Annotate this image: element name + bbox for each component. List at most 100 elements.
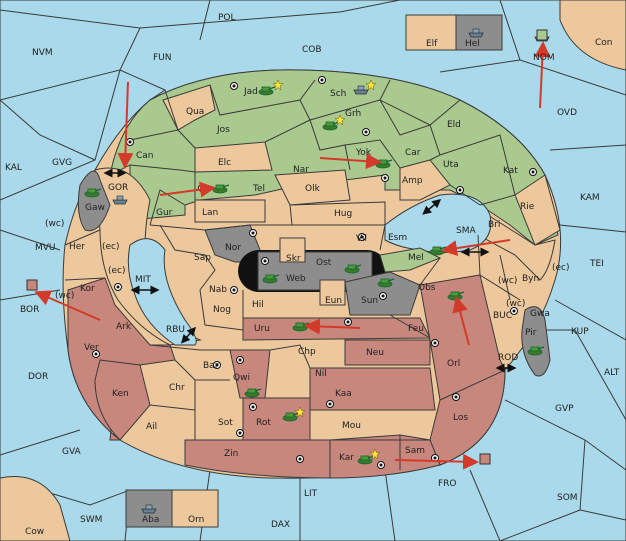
province-qua[interactable] — [162, 84, 216, 131]
label-pol: POL — [218, 13, 236, 23]
label-gur: Gur — [156, 208, 173, 218]
label-sch: Sch — [330, 89, 346, 99]
label-coast-ec: (ec) — [108, 266, 126, 276]
label-qwi: Qwi — [233, 373, 250, 383]
label-rbu: RBU — [166, 325, 185, 335]
label-skr: Skr — [286, 254, 301, 264]
label-ail: Ail — [146, 422, 157, 432]
label-her: Her — [69, 242, 85, 252]
unit-marker-bor[interactable] — [26, 279, 38, 291]
label-nvm: NVM — [32, 48, 53, 58]
label-elf: Elf — [426, 39, 438, 49]
label-gor: GOR — [108, 183, 128, 193]
label-los: Los — [453, 413, 468, 423]
label-kor: Kor — [80, 284, 95, 294]
sea-labels: POL NVM FUN COB NOM OVD Con KAL GVG KAM … — [5, 13, 620, 537]
label-hil: Hil — [252, 300, 264, 310]
province-ken[interactable] — [94, 359, 151, 441]
label-vil: Vil — [356, 234, 367, 244]
label-coast-wc: (wc) — [45, 219, 64, 229]
label-bor: BOR — [20, 305, 39, 315]
label-eld: Eld — [447, 120, 461, 130]
label-kaa: Kaa — [335, 389, 352, 399]
label-eun: Eun — [325, 296, 342, 306]
label-zin: Zin — [224, 449, 238, 459]
province-mel[interactable] — [379, 247, 442, 273]
label-mel: Mel — [408, 253, 424, 263]
label-fro: FRO — [438, 479, 457, 489]
label-orl: Orl — [447, 359, 460, 369]
label-aba: Aba — [142, 515, 159, 525]
province-gaw[interactable] — [77, 170, 111, 232]
label-gvp: GVP — [555, 404, 574, 414]
box-elf[interactable] — [405, 14, 457, 51]
province-rie[interactable] — [514, 174, 561, 246]
label-dor: DOR — [28, 372, 48, 382]
label-chr: Chr — [169, 383, 185, 393]
province-skr[interactable] — [279, 237, 306, 263]
label-kal: KAL — [5, 163, 22, 173]
label-can: Can — [136, 151, 154, 161]
label-coast-ec: (ec) — [102, 242, 120, 252]
label-mit: MIT — [135, 275, 151, 285]
unit-marker-nom[interactable] — [536, 29, 548, 41]
label-feu: Feu — [408, 324, 424, 334]
label-nog: Nog — [213, 305, 231, 315]
label-nar: Nar — [293, 165, 309, 175]
label-gva: GVA — [62, 447, 82, 457]
label-kup: KUP — [571, 327, 589, 337]
province-bri[interactable] — [477, 209, 556, 281]
label-lan: Lan — [202, 208, 218, 218]
label-orn: Orn — [188, 515, 204, 525]
label-bri: Bri — [488, 220, 500, 230]
label-buc: BUC — [493, 311, 512, 321]
province-neu[interactable] — [344, 339, 431, 366]
label-ovd: OVD — [557, 108, 577, 118]
label-sun: Sun — [361, 296, 378, 306]
label-sot: Sot — [218, 418, 233, 428]
label-obs: Obs — [418, 283, 436, 293]
label-coast-wc: (wc) — [506, 299, 525, 309]
label-con: Con — [595, 38, 613, 48]
label-hug: Hug — [334, 209, 352, 219]
label-ver: Ver — [84, 343, 99, 353]
label-neu: Neu — [366, 348, 384, 358]
label-pir: Pir — [525, 328, 537, 338]
unit-marker-fro[interactable] — [479, 453, 491, 465]
label-nil: Nil — [315, 369, 327, 379]
label-olk: Olk — [305, 184, 321, 194]
label-rot: Rot — [256, 418, 271, 428]
label-esm: Esm — [388, 233, 407, 243]
label-dax: DAX — [271, 520, 290, 530]
province-eun[interactable] — [319, 279, 346, 306]
label-nor: Nor — [225, 243, 241, 253]
province-amp[interactable] — [399, 159, 451, 201]
province-pir[interactable] — [521, 306, 551, 377]
label-grh: Grh — [345, 109, 361, 119]
label-rod: ROD — [498, 353, 518, 363]
label-ost: Ost — [316, 258, 332, 268]
label-lit: LIT — [304, 489, 318, 499]
province-borders — [64, 79, 521, 470]
island-cow[interactable] — [0, 476, 71, 541]
label-fun: FUN — [153, 53, 172, 63]
label-jad: Jad — [243, 87, 258, 97]
box-orn[interactable] — [171, 489, 219, 528]
province-lan[interactable] — [194, 199, 266, 223]
label-gwa: Gwa — [530, 309, 550, 319]
province-olk[interactable] — [274, 169, 351, 206]
label-web: Web — [286, 274, 306, 284]
province-kaa[interactable] — [309, 367, 436, 411]
label-kam: KAM — [580, 193, 600, 203]
label-uta: Uta — [443, 160, 459, 170]
label-byn: Byn — [522, 274, 539, 284]
label-coast-wc: (wc) — [498, 276, 517, 286]
label-ark: Ark — [116, 322, 132, 332]
label-hel: Hel — [465, 39, 480, 49]
label-rie: Rie — [520, 202, 535, 212]
label-mou: Mou — [342, 421, 361, 431]
label-nom: NOM — [533, 53, 555, 63]
label-uru: Uru — [254, 324, 270, 334]
label-cow: Cow — [25, 527, 44, 537]
label-qua: Qua — [186, 107, 204, 117]
